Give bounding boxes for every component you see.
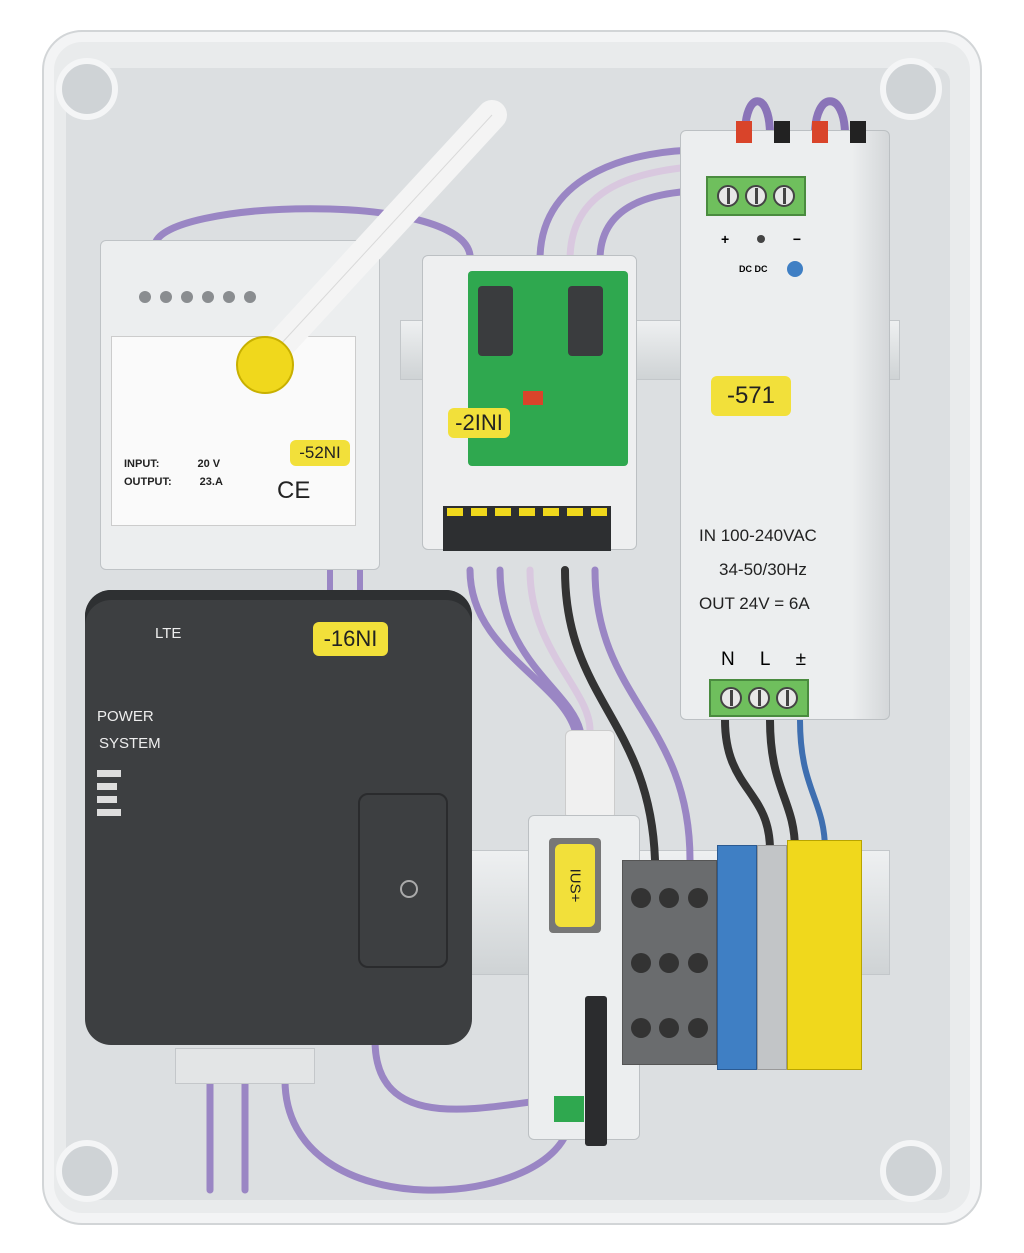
ac-input-terminal (709, 679, 809, 717)
access-cover[interactable] (358, 793, 448, 968)
green-plug (554, 1096, 584, 1122)
input-value: 20 V (197, 458, 221, 470)
output-label: OUTPUT: (124, 476, 172, 488)
plus-symbol: + (721, 231, 730, 247)
latch-icon (400, 880, 418, 898)
terminal-block-blue (717, 845, 757, 1070)
terminal-block-gray (622, 860, 717, 1065)
module-label: -52NI (290, 440, 350, 466)
terminal-blocks (622, 840, 862, 1070)
system-text: SYSTEM (99, 735, 161, 752)
module-label: -16NI (313, 622, 388, 656)
status-led (787, 261, 803, 277)
mounting-hole (56, 1140, 118, 1202)
cable-gland (565, 730, 615, 820)
small-module: IUS+ (528, 815, 640, 1146)
output-rating: OUT 24V = 6A (699, 594, 810, 613)
dc-label: DC DC (739, 264, 768, 274)
ce-mark: CE (277, 477, 311, 504)
indicator-bars (97, 770, 121, 816)
bottom-connector (175, 1048, 315, 1084)
power-supply: + − DC DC -571 IN 100-240VAC 34-50/30Hz O… (680, 121, 890, 720)
connector (478, 286, 513, 356)
status-leds (139, 291, 256, 303)
mounting-hole (880, 1140, 942, 1202)
input-rating: IN 100-240VAC (699, 526, 817, 545)
output-value: 23.A (199, 476, 223, 488)
module-label: -2INI (448, 408, 510, 438)
terminal-n-label: N (721, 649, 735, 670)
lte-text: LTE (155, 625, 182, 642)
io-module: -2INI (422, 255, 637, 551)
terminal-pe-label: ± (795, 649, 806, 670)
connector (568, 286, 603, 356)
mounting-hole (56, 58, 118, 120)
power-text: POWER (97, 708, 154, 725)
antenna-icon (236, 100, 507, 394)
dot-icon (757, 235, 765, 243)
connector (585, 996, 607, 1146)
terminal-block-yellow (787, 840, 862, 1070)
module-label: IUS+ (566, 868, 584, 903)
dc-output-terminal (706, 176, 806, 216)
input-label: INPUT: (124, 458, 160, 470)
terminal-l-label: L (759, 649, 771, 670)
terminal-strip (443, 506, 611, 551)
frequency-rating: 34-50/30Hz (719, 560, 807, 579)
dc-leads (736, 121, 866, 146)
mounting-hole (880, 58, 942, 120)
minus-symbol: − (792, 231, 801, 247)
component (523, 391, 543, 405)
lte-module: LTE -16NI POWER SYSTEM (85, 590, 472, 1045)
terminal-block-gray-light (757, 845, 787, 1070)
module-label: -571 (711, 376, 791, 416)
front-label-panel: INPUT: 20 V OUTPUT: 23.A -52NI CE (111, 336, 356, 526)
